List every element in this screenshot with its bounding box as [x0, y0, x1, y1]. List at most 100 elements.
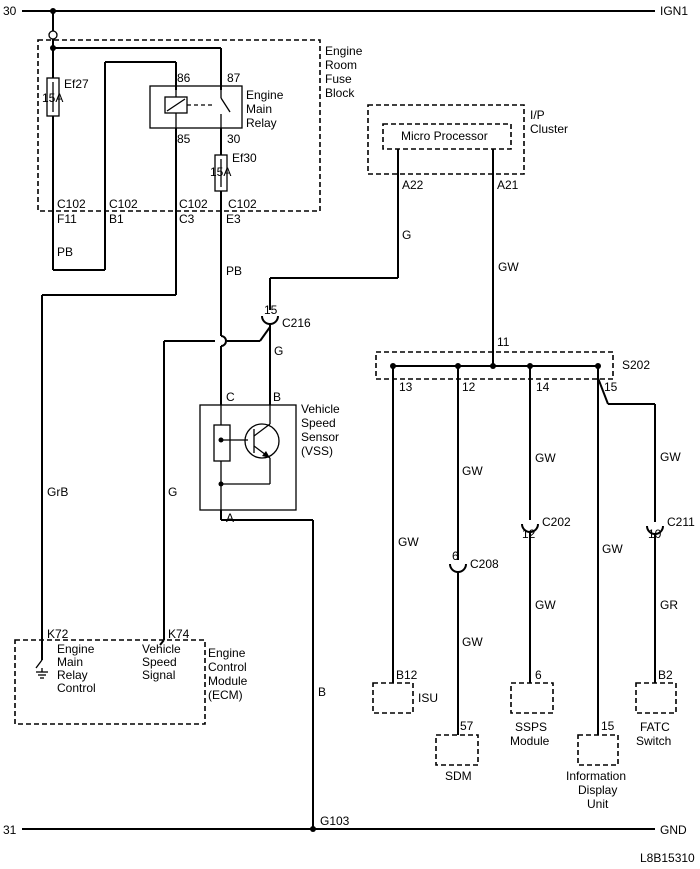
relay-pin-85: 85 [177, 132, 191, 146]
c102-label-f11: C102 [57, 197, 86, 211]
vss-label-1: Vehicle [301, 402, 340, 416]
c102-pin-f11: F11 [57, 212, 77, 226]
splice-pin-13: 13 [399, 380, 413, 394]
c102-pin-c3: C3 [179, 212, 195, 226]
ecm-k74-label-2: Speed [142, 655, 177, 669]
splice-s202-bus [390, 363, 601, 369]
wire-color-gw-14a: GW [535, 451, 556, 465]
cluster-pin-a22: A22 [402, 178, 424, 192]
ecm-pin-k72: K72 [47, 627, 69, 641]
rail-label-31: 31 [3, 823, 17, 837]
relay-pin-87: 87 [227, 71, 241, 85]
power-rail-30 [22, 8, 655, 14]
fuse-block-label-3: Fuse [325, 72, 352, 86]
cluster-label-1: I/P [530, 108, 545, 122]
ecm-pin-k74: K74 [168, 627, 190, 641]
vss-pin-c: C [226, 390, 235, 404]
sdm-box [435, 734, 479, 766]
fuse-block-label-1: Engine [325, 44, 363, 58]
vss-label-4: (VSS) [301, 444, 333, 458]
wire-color-gw-cluster: GW [498, 260, 519, 274]
rail-label-gnd: GND [660, 823, 687, 837]
ecm-k72-label-3: Relay [57, 668, 88, 682]
vss-label-2: Speed [301, 416, 336, 430]
vss-body [199, 404, 297, 511]
c102-label-b1: C102 [109, 197, 138, 211]
ssps-pin: 6 [535, 668, 542, 682]
splice-in-pin: 11 [497, 335, 510, 349]
wire-color-gw-13: GW [398, 535, 419, 549]
vss-label-3: Sensor [301, 430, 339, 444]
connector-c216 [261, 315, 279, 325]
wire-color-g-cluster: G [402, 228, 411, 242]
ecm-k72-label-2: Main [57, 655, 83, 669]
wire-color-gr-fatc: GR [660, 598, 678, 612]
c102-pin-b1: B1 [109, 212, 124, 226]
c102-label-e3: C102 [228, 197, 257, 211]
ground-label-g103: G103 [320, 814, 350, 828]
fuse-block-label-2: Room [325, 58, 357, 72]
c202-pin: 12 [522, 527, 536, 541]
c102-label-c3: C102 [179, 197, 208, 211]
isu-box [372, 682, 414, 714]
info-display-label-2: Display [578, 783, 617, 797]
ssps-box [510, 682, 554, 714]
fuse-block-label-4: Block [325, 86, 355, 100]
fuse-ef30-name: Ef30 [232, 151, 257, 165]
isu-label: ISU [418, 691, 438, 705]
connector-c208 [449, 563, 467, 573]
info-display-pin: 15 [601, 719, 615, 733]
isu-pin: B12 [396, 668, 418, 682]
splice-pin-15: 15 [604, 380, 618, 394]
splice-pin-14: 14 [536, 380, 550, 394]
info-display-label-1: Information [566, 769, 626, 783]
ecm-ground-symbol [35, 640, 48, 679]
fuse-bus [48, 11, 222, 90]
relay-label-1: Engine [246, 88, 284, 102]
ecm-label-2: Control [208, 660, 247, 674]
c102-pin-e3: E3 [226, 212, 241, 226]
fuse-block-outline [37, 39, 321, 212]
c208-label: C208 [470, 557, 499, 571]
wire-color-pb-1: PB [57, 245, 73, 259]
fuse-ef27-name: Ef27 [64, 77, 89, 91]
relay-pin-86: 86 [177, 71, 191, 85]
c208-pin: 6 [452, 549, 459, 563]
wire-color-grb: GrB [47, 485, 68, 499]
ecm-k72-label-1: Engine [57, 642, 95, 656]
connector-c211 [646, 525, 664, 535]
splice-s202-outline [375, 351, 614, 380]
c211-label: C211 [667, 515, 695, 529]
ecm-label-1: Engine [208, 646, 246, 660]
figure-id: L8B15310 [640, 851, 695, 865]
ssps-label-1: SSPS [515, 720, 547, 734]
wire-color-gw-15b: GW [660, 450, 681, 464]
wire-color-gw-12b: GW [462, 635, 483, 649]
vss-pin-b: B [273, 390, 281, 404]
ssps-label-2: Module [510, 734, 550, 748]
wire-color-gw-15: GW [602, 542, 623, 556]
micro-processor-box [382, 123, 512, 150]
rail-label-ign1: IGN1 [660, 4, 688, 18]
fuse-ef30-rating: 15A [210, 165, 231, 179]
vss-internal [213, 405, 280, 510]
cluster-label-2: Cluster [530, 122, 568, 136]
ecm-outline [14, 639, 206, 725]
connector-c202 [521, 523, 539, 533]
c216-pin: 15 [264, 303, 278, 317]
fatc-box [635, 682, 677, 714]
wire-color-gw-12a: GW [462, 464, 483, 478]
sdm-pin: 57 [460, 719, 474, 733]
ecm-k74-label-3: Signal [142, 668, 175, 682]
ecm-k72-label-4: Control [57, 681, 96, 695]
rail-label-30: 30 [3, 4, 17, 18]
sdm-label: SDM [445, 769, 472, 783]
wire-color-pb-2: PB [226, 264, 242, 278]
relay-label-2: Main [246, 102, 272, 116]
wire-color-g-c216: G [274, 344, 283, 358]
c216-label: C216 [282, 316, 311, 330]
ecm-label-3: Module [208, 674, 248, 688]
wire-color-g-ecm: G [168, 485, 177, 499]
fatc-label-1: FATC [640, 720, 670, 734]
fatc-label-2: Switch [636, 734, 671, 748]
